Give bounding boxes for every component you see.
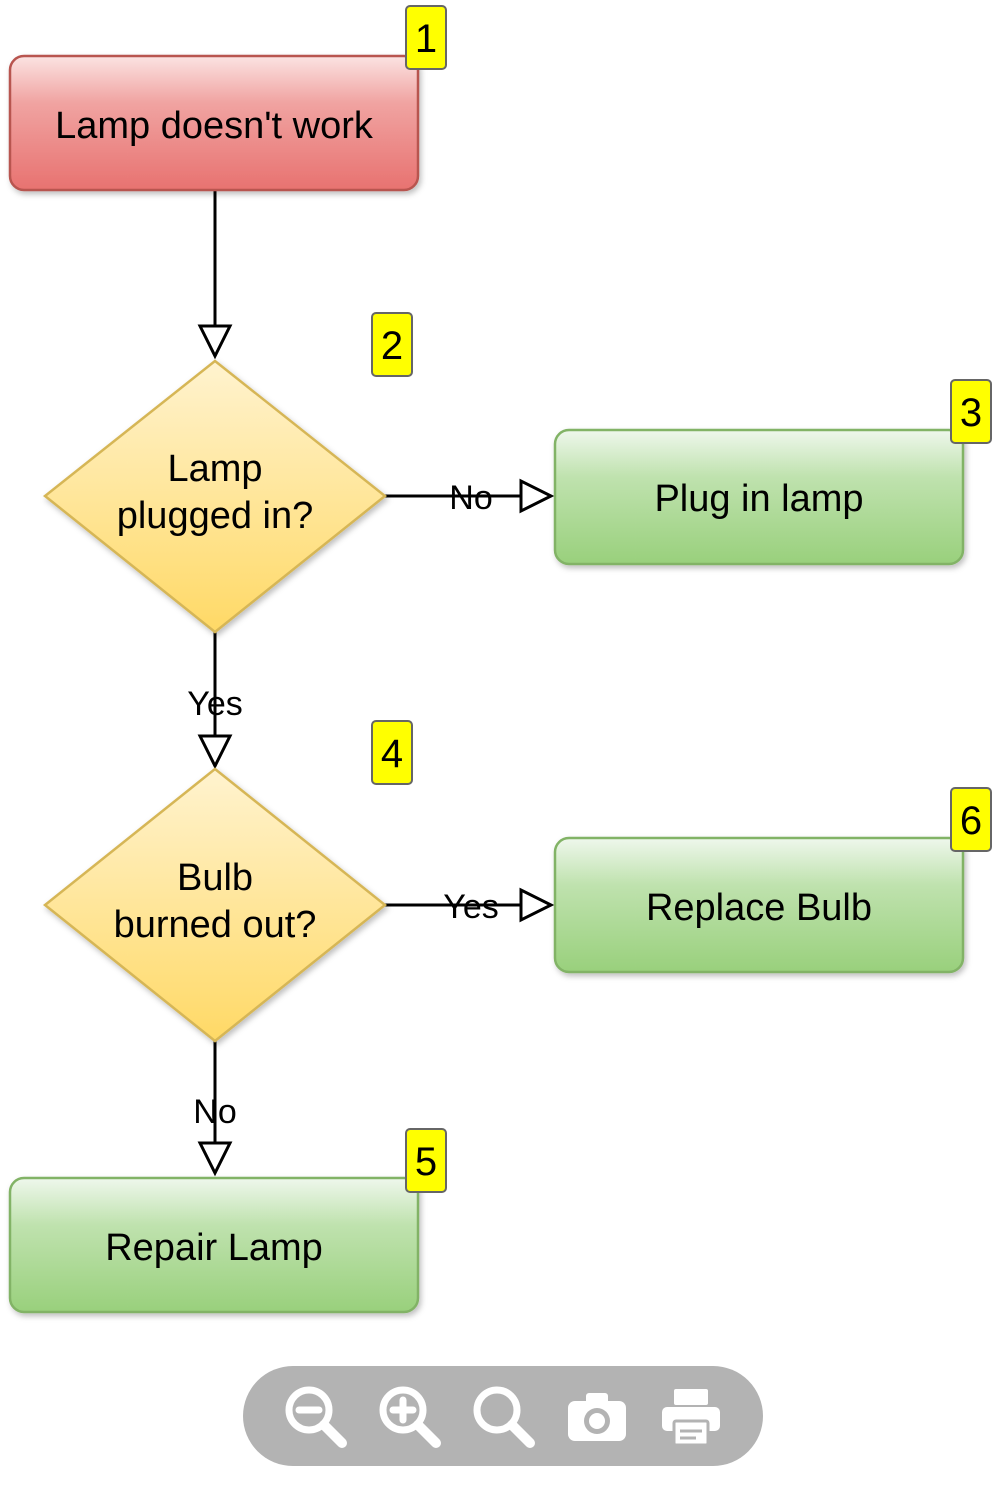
- badge-3: 3: [950, 379, 992, 444]
- badge-4-text: 4: [381, 732, 403, 776]
- node-start-label: Lamp doesn't work: [55, 105, 374, 147]
- node-replace-bulb[interactable]: Replace Bulb: [553, 836, 965, 974]
- edge-label-bulb-yes: Yes: [443, 888, 498, 926]
- badge-1-text: 1: [415, 17, 437, 61]
- arrowhead-plugged: [197, 324, 233, 360]
- print-icon: [662, 1389, 720, 1447]
- node-bulb-decision[interactable]: Bulb burned out?: [42, 767, 388, 1043]
- camera-icon: [568, 1393, 626, 1441]
- badge-1: 1: [405, 5, 447, 70]
- badge-5-text: 5: [415, 1140, 437, 1184]
- edge-label-plugged-yes: Yes: [187, 685, 242, 723]
- edges: [197, 190, 555, 1177]
- badge-2-text: 2: [381, 324, 403, 368]
- badge-6-text: 6: [960, 799, 982, 843]
- node-plugged-decision[interactable]: Lamp plugged in?: [42, 359, 388, 634]
- node-plugged-label-line1: Lamp: [167, 448, 262, 490]
- camera-button[interactable]: [561, 1380, 633, 1452]
- badge-6: 6: [950, 787, 992, 852]
- zoom-out-button[interactable]: [279, 1380, 351, 1452]
- arrowhead-plug-in: [519, 478, 555, 514]
- arrowhead-repair: [197, 1141, 233, 1177]
- arrowhead-replace: [519, 887, 555, 923]
- arrowhead-bulb: [197, 734, 233, 770]
- node-replace-label: Replace Bulb: [646, 887, 872, 929]
- badge-2: 2: [371, 312, 413, 377]
- node-repair-label: Repair Lamp: [105, 1227, 323, 1269]
- badge-5: 5: [405, 1128, 447, 1193]
- badge-3-text: 3: [960, 391, 982, 435]
- node-bulb-label-line2: burned out?: [114, 904, 317, 946]
- node-repair-lamp[interactable]: Repair Lamp: [8, 1176, 420, 1314]
- edge-label-plugged-no: No: [449, 479, 492, 517]
- badge-4: 4: [371, 720, 413, 785]
- edge-label-bulb-no: No: [193, 1093, 236, 1131]
- zoom-out-icon: [285, 1386, 347, 1448]
- viewer-toolbar: [243, 1366, 763, 1466]
- zoom-in-icon: [379, 1386, 441, 1448]
- node-bulb-label-line1: Bulb: [177, 857, 253, 899]
- zoom-in-button[interactable]: [373, 1380, 445, 1452]
- zoom-fit-button[interactable]: [467, 1380, 539, 1452]
- node-plug-in-label: Plug in lamp: [654, 478, 863, 520]
- node-plugged-label-line2: plugged in?: [117, 495, 314, 537]
- zoom-fit-icon: [473, 1386, 535, 1448]
- print-button[interactable]: [655, 1380, 727, 1452]
- node-start[interactable]: Lamp doesn't work: [8, 54, 420, 192]
- node-plug-in[interactable]: Plug in lamp: [553, 428, 965, 566]
